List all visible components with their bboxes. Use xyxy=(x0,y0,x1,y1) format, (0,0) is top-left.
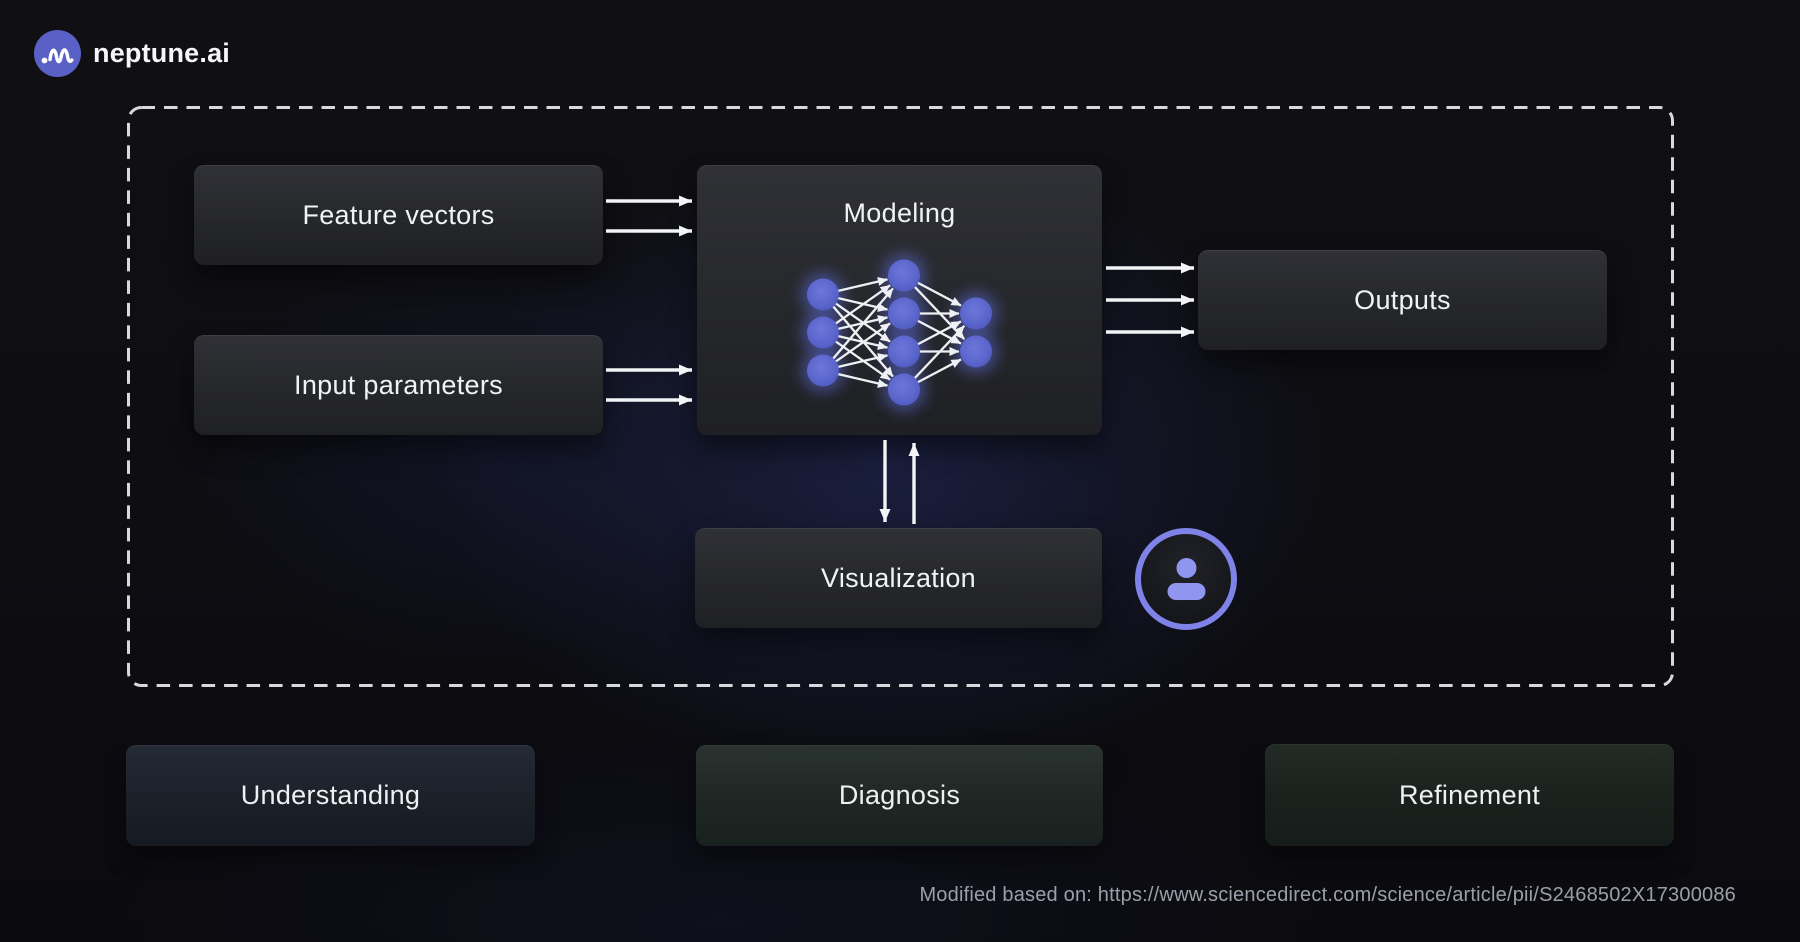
stage-refinement-box: Refinement xyxy=(1265,744,1674,846)
modeling-label: Modeling xyxy=(843,198,956,228)
refinement-label: Refinement xyxy=(1398,779,1541,810)
feature-vectors-box: Feature vectors xyxy=(194,165,603,265)
brand: neptune.ai xyxy=(34,30,230,77)
waveform-icon xyxy=(41,48,74,64)
outputs-box: Outputs xyxy=(1198,250,1607,350)
input-parameters-label: Input parameters xyxy=(294,369,503,400)
neptune-logo-icon xyxy=(34,30,81,77)
source-caption: Modified based on: https://www.sciencedi… xyxy=(919,884,1736,906)
brand-name: neptune.ai xyxy=(93,38,231,68)
outputs-label: Outputs xyxy=(1354,284,1451,315)
input-parameters-box: Input parameters xyxy=(194,335,603,435)
stage-diagnosis-box: Diagnosis xyxy=(696,745,1103,846)
understanding-label: Understanding xyxy=(240,780,421,810)
visualization-label: Visualization xyxy=(821,562,976,593)
diagnosis-label: Diagnosis xyxy=(838,780,961,810)
modeling-box: Modeling xyxy=(697,165,1102,435)
visualization-box: Visualization xyxy=(695,528,1102,628)
stage-understanding-box: Understanding xyxy=(126,745,535,846)
user-icon xyxy=(1135,528,1237,630)
feature-vectors-label: Feature vectors xyxy=(302,199,495,230)
